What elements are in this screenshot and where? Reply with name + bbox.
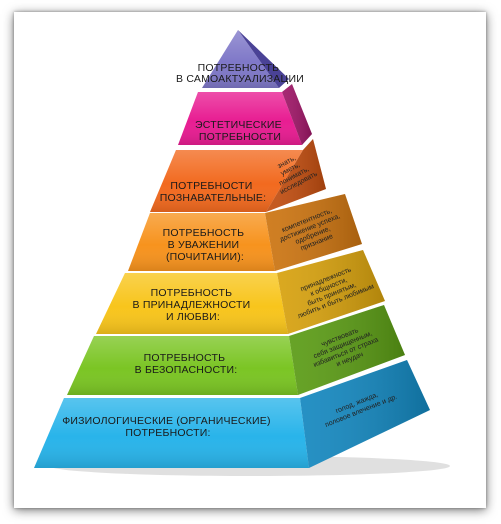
level-aesthetic: ЭСТЕТИЧЕСКИЕ ПОТРЕБНОСТИ: [178, 84, 312, 145]
level-front-shade: [128, 213, 275, 271]
level-safety: ПОТРЕБНОСТЬ В БЕЗОПАСНОСТИ: чувствовать …: [67, 305, 405, 395]
level-front-label: ПОТРЕБНОСТИ ПОЗНАВАТЕЛЬНЫЕ:: [160, 180, 266, 204]
front-line: В УВАЖЕНИИ: [168, 239, 240, 251]
level-front-shade: [34, 398, 309, 468]
front-line: В БЕЗОПАСНОСТИ:: [135, 364, 238, 376]
level-side-shade: [300, 360, 430, 468]
level-front-shade: [67, 336, 298, 395]
front-line: И ЛЮБВИ:: [166, 311, 220, 323]
front-line: ПОТРЕБНОСТЬ: [198, 62, 280, 74]
front-line: ПОТРЕБНОСТИ:: [125, 427, 210, 439]
level-front-label: ФИЗИОЛОГИЧЕСКИЕ (ОРГАНИЧЕСКИЕ) ПОТРЕБНОС…: [62, 415, 274, 439]
level-physiological: ФИЗИОЛОГИЧЕСКИЕ (ОРГАНИЧЕСКИЕ) ПОТРЕБНОС…: [34, 360, 430, 468]
front-line: ПОТРЕБНОСТИ: [170, 180, 252, 192]
front-line: В САМОАКТУАЛИЗАЦИИ: [176, 73, 304, 85]
level-cognitive: ПОТРЕБНОСТИ ПОЗНАВАТЕЛЬНЫЕ: знать, уметь…: [150, 139, 326, 212]
level-front-label: ПОТРЕБНОСТЬ В САМОАКТУАЛИЗАЦИИ: [176, 62, 304, 85]
level-side-label: знать, уметь, понимать, исследовать: [268, 149, 319, 196]
front-line: ПОЗНАВАТЕЛЬНЫЕ:: [160, 192, 266, 204]
level-front-shade: [202, 30, 279, 88]
level-self-actualization: ПОТРЕБНОСТЬ В САМОАКТУАЛИЗАЦИИ: [176, 30, 304, 88]
level-front-label: ПОТРЕБНОСТЬ В ПРИНАДЛЕЖНОСТИ И ЛЮБВИ:: [133, 287, 254, 323]
front-line: ЭСТЕТИЧЕСКИЕ: [195, 119, 282, 131]
level-side-face: [238, 30, 289, 88]
front-line: ПОТРЕБНОСТИ: [199, 131, 281, 143]
front-line: ПОТРЕБНОСТЬ: [144, 352, 226, 364]
level-front-label: ЭСТЕТИЧЕСКИЕ ПОТРЕБНОСТИ: [195, 119, 285, 143]
front-line: ПОТРЕБНОСТЬ: [163, 227, 245, 239]
level-belonging: ПОТРЕБНОСТЬ В ПРИНАДЛЕЖНОСТИ И ЛЮБВИ: пр…: [96, 250, 385, 334]
level-side-shade: [265, 194, 362, 271]
front-line: В ПРИНАДЛЕЖНОСТИ: [133, 299, 251, 311]
level-front-label: ПОТРЕБНОСТЬ В БЕЗОПАСНОСТИ:: [135, 352, 238, 376]
level-side-shade: [266, 139, 326, 212]
level-front-shade: [96, 273, 288, 334]
front-line: (ПОЧИТАНИИ):: [166, 251, 244, 263]
level-front-label: ПОТРЕБНОСТЬ В УВАЖЕНИИ (ПОЧИТАНИИ):: [163, 227, 248, 263]
front-line: ФИЗИОЛОГИЧЕСКИЕ (ОРГАНИЧЕСКИЕ): [62, 415, 270, 427]
level-side-shade: [277, 250, 385, 334]
level-side-shade: [282, 84, 312, 145]
level-esteem: ПОТРЕБНОСТЬ В УВАЖЕНИИ (ПОЧИТАНИИ): комп…: [128, 194, 362, 271]
front-line: ПОТРЕБНОСТЬ: [151, 287, 233, 299]
level-front-shade: [150, 150, 303, 212]
level-front-shade: [178, 92, 302, 145]
level-side-shade: [289, 305, 405, 395]
